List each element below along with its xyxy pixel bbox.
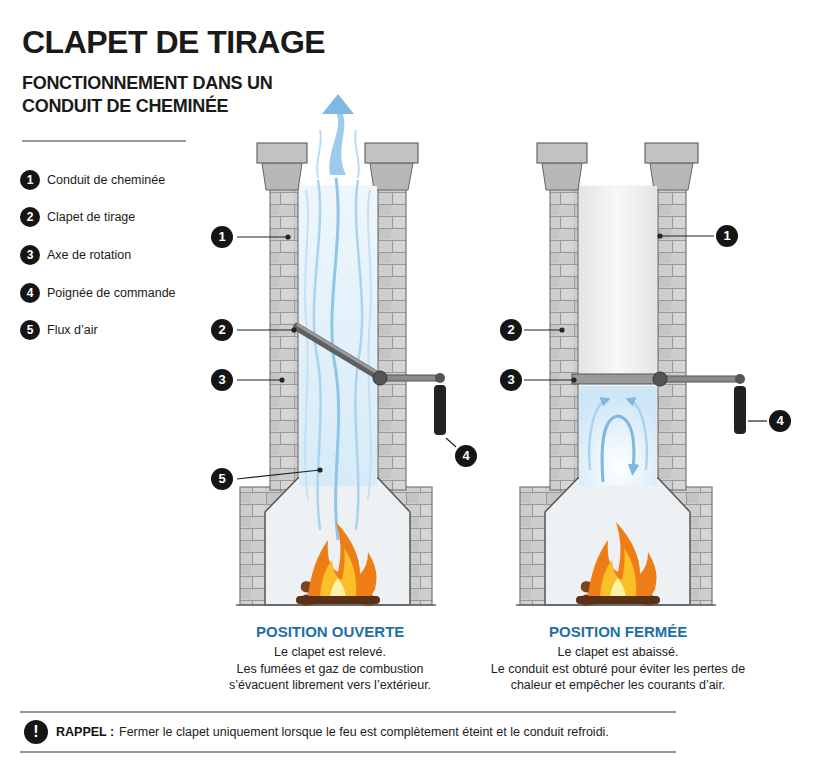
legend-number: 4 [20, 283, 40, 303]
callout-number: 4 [769, 410, 791, 432]
legend-number: 2 [20, 207, 40, 227]
subtitle: FONCTIONNEMENT DANS UN CONDUIT DE CHEMIN… [22, 72, 312, 117]
callout-number: 3 [500, 369, 522, 391]
legend-number: 1 [20, 170, 40, 190]
position-title: POSITION FERMÉE [549, 623, 687, 640]
callout-number: 2 [500, 319, 522, 341]
legend-text: Poignée de commande [47, 286, 176, 300]
callout-number: 1 [211, 226, 233, 248]
legend-text: Flux d’air [47, 323, 98, 337]
legend-number: 5 [20, 320, 40, 340]
callout-number: 3 [211, 369, 233, 391]
position-title: POSITION OUVERTE [256, 623, 404, 640]
legend-text: Conduit de cheminée [47, 173, 165, 187]
position-text: Le clapet est abaissé. [473, 644, 763, 660]
callout-number: 5 [211, 468, 233, 490]
position-text: Les fumées et gaz de combustion s’évacue… [215, 661, 445, 694]
reminder-text: Fermer le clapet uniquement lorsque le f… [119, 725, 609, 739]
reminder-label: RAPPEL : [56, 725, 114, 739]
callout-number: 1 [716, 225, 738, 247]
position-text: Le clapet est relevé. [215, 644, 445, 660]
legend-text: Axe de rotation [47, 248, 131, 262]
diagram-title: CLAPET DE TIRAGE [22, 24, 325, 61]
legend-text: Clapet de tirage [47, 210, 135, 224]
callout-number: 2 [211, 319, 233, 341]
warning-icon: ! [24, 720, 48, 744]
legend-number: 3 [20, 245, 40, 265]
callout-number: 4 [455, 445, 477, 467]
position-text: Le conduit est obturé pour éviter les pe… [473, 661, 763, 694]
